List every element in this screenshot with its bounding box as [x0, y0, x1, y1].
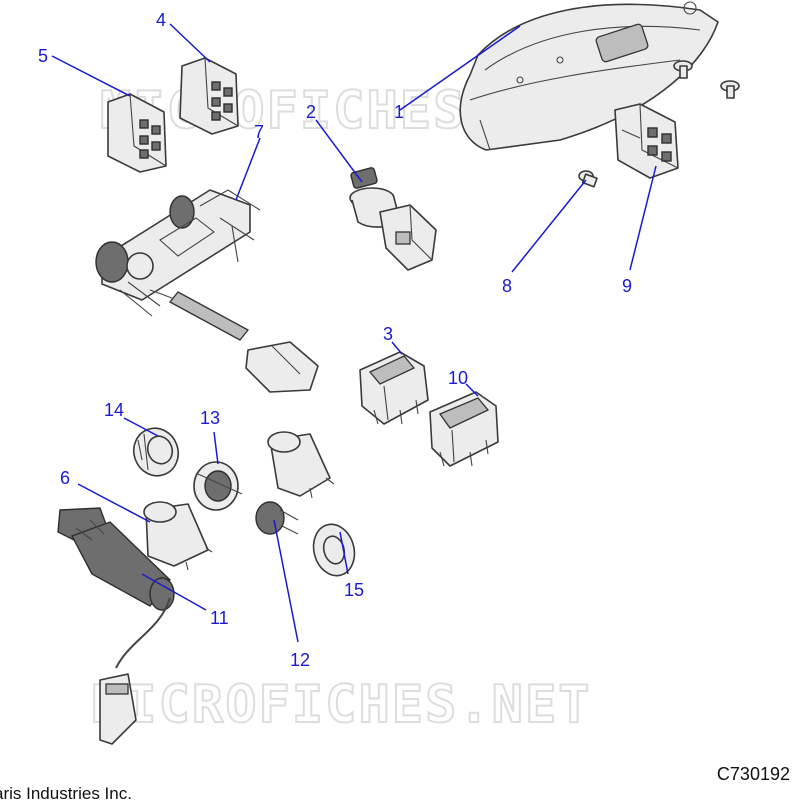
part-12-socket-insert	[255, 501, 299, 535]
part-3-rocker-switch	[359, 351, 429, 425]
socket-cap	[267, 431, 335, 499]
part-7-bracket-harness	[95, 189, 319, 393]
part-11-socket-harness	[57, 507, 175, 745]
part-13-socket-housing	[193, 461, 243, 511]
screw-b	[720, 80, 740, 99]
leader-lines	[51, 23, 657, 643]
copyright-text: aris Industries Inc.	[0, 784, 132, 803]
part-8-screw	[578, 170, 598, 188]
callout-1: 1	[394, 102, 404, 122]
callout-12: 12	[290, 650, 310, 670]
part-10-rocker-switch	[429, 391, 499, 467]
callout-7: 7	[254, 122, 264, 142]
part-14-nut-ring	[132, 427, 180, 477]
part-9-connector	[614, 103, 679, 179]
callout-14: 14	[104, 400, 124, 420]
part-15-nut	[312, 523, 356, 577]
callout-8: 8	[502, 276, 512, 296]
callout-2: 2	[306, 102, 316, 122]
callout-13: 13	[200, 408, 220, 428]
part-1-instrument-cluster	[459, 1, 719, 151]
part-6-cap	[143, 501, 213, 571]
callout-6: 6	[60, 468, 70, 488]
watermark-bottom: MICROFICHES.NET	[92, 675, 592, 735]
callout-15: 15	[344, 580, 364, 600]
callout-10: 10	[448, 368, 468, 388]
part-2-ignition-switch	[349, 167, 437, 271]
part-4-connector	[179, 57, 239, 135]
callout-11: 11	[210, 608, 229, 628]
drawing-code: C730192	[716, 764, 790, 784]
callout-4: 4	[156, 10, 166, 30]
callout-9: 9	[622, 276, 632, 296]
callout-3: 3	[383, 324, 393, 344]
screw-a	[673, 60, 693, 79]
part-5-connector	[107, 93, 167, 173]
callout-5: 5	[38, 46, 48, 66]
